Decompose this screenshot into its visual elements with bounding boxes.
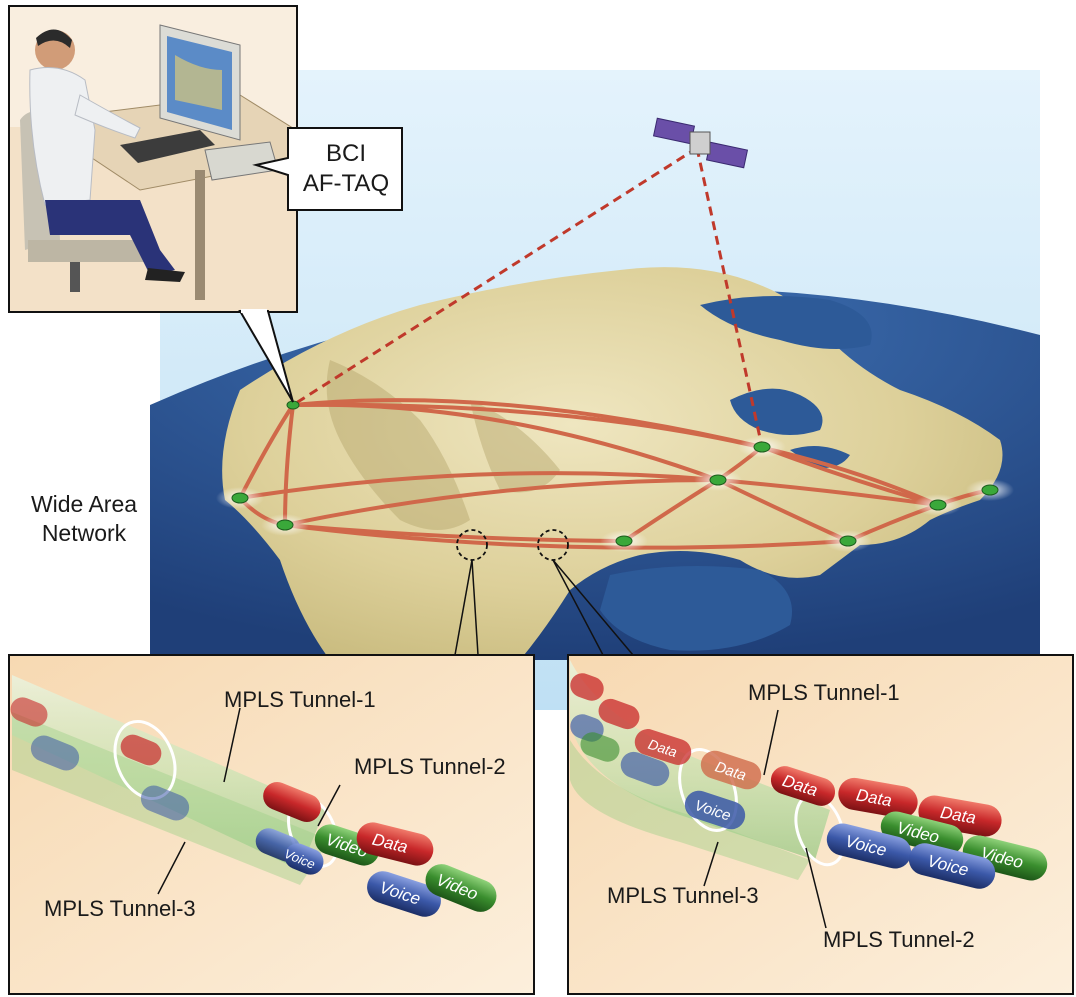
right-packet-data-1: Data (838, 777, 918, 819)
right-packet-voice-1: Voice (826, 823, 912, 869)
right-packet-voice-2: Voice (908, 843, 996, 889)
network-label: Wide Area Network (30, 490, 138, 548)
right-packet-data-inner-3: Data (770, 766, 836, 806)
wan-node (276, 519, 294, 531)
device-callout-line2: AF-TAQ (302, 170, 390, 197)
left-packet-video-2: Video (425, 864, 497, 912)
right-tunnel-1-label: MPLS Tunnel-1 (748, 680, 900, 705)
keyboard-icon (120, 130, 215, 163)
workstation-inset (8, 5, 298, 313)
wan-node (839, 535, 857, 547)
operator-legs (45, 200, 175, 275)
right-packet-data-inner-1: Data (634, 729, 692, 765)
wan-node (753, 441, 771, 453)
satellite-links (292, 146, 764, 448)
left-packet-voice-2: Voice (282, 843, 324, 875)
gulf-of-mexico (600, 566, 792, 651)
left-tunnel-3-label: MPLS Tunnel-3 (44, 896, 196, 921)
wan-node (981, 484, 999, 496)
satellite-icon (652, 117, 749, 169)
device-callout-text: BCI AF-TAQ (290, 139, 402, 199)
wan-node (929, 499, 947, 511)
left-tunnel-2-label: MPLS Tunnel-2 (354, 754, 506, 779)
left-tunnel-1-label: MPLS Tunnel-1 (224, 687, 376, 712)
north-america-land (222, 267, 1003, 660)
right-tunnel-inset: Data Data Data Voice Data Data Video (567, 654, 1074, 995)
zoom-leaders (454, 559, 634, 656)
great-lakes (730, 388, 850, 469)
workstation-pointer (238, 309, 294, 403)
device-callout-line1: BCI (325, 140, 366, 167)
device-callout (252, 127, 403, 211)
right-tunnel-2-label: MPLS Tunnel-2 (823, 927, 975, 952)
wan-node (231, 492, 249, 504)
left-tunnel-inset: Video Data Voice Video Voice (8, 654, 535, 995)
right-packet-data-inner-2: Data (700, 750, 762, 790)
right-tunnel-3-label: MPLS Tunnel-3 (607, 883, 759, 908)
wan-node (709, 474, 727, 486)
wan-nodes (216, 400, 1014, 552)
mountain-shading (326, 360, 560, 530)
hudson-bay (700, 296, 872, 349)
network-label-line2: Network (41, 520, 127, 546)
left-packet-voice-1: Voice (367, 871, 441, 917)
network-label-line1: Wide Area (30, 491, 138, 517)
wan-node (286, 400, 300, 410)
right-packet-voice-inner: Voice (684, 790, 746, 830)
wan-links (238, 398, 992, 550)
left-packet-data-1: Data (356, 822, 434, 866)
wan-node (615, 535, 633, 547)
